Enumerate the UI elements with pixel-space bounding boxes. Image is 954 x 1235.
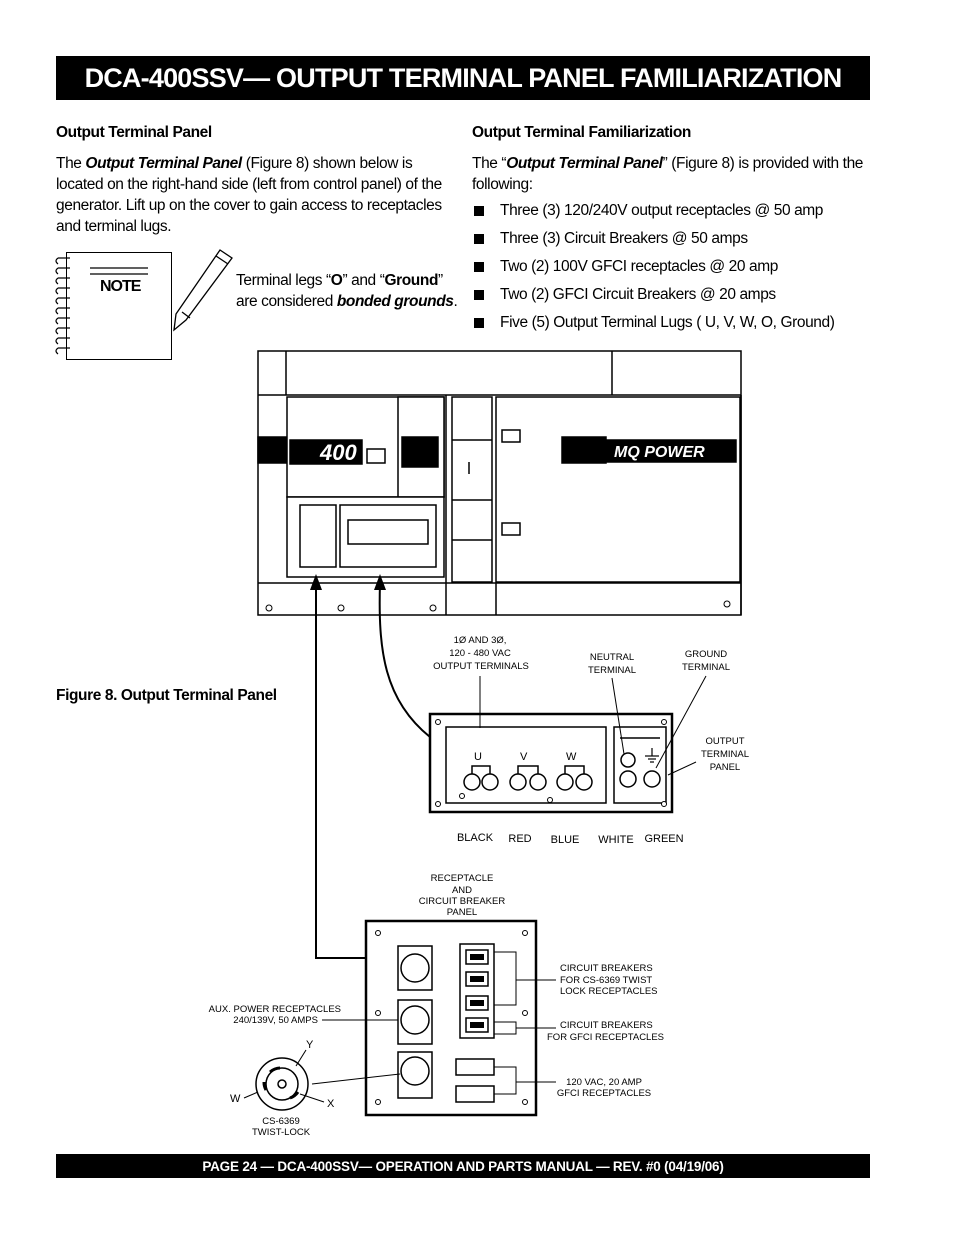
gfci-label-1: 120 VAC, 20 AMP <box>566 1077 642 1088</box>
list-item-text: Three (3) Circuit Breakers @ 50 amps <box>500 230 748 247</box>
leader-lines <box>479 675 707 776</box>
list-item: Two (2) GFCI Circuit Breakers @ 20 amps <box>472 285 882 313</box>
panel-label-3: PANEL <box>710 762 740 773</box>
panel-label-2: TERMINAL <box>701 749 749 760</box>
output-terminal-panel <box>428 712 674 814</box>
recept-bolts <box>375 930 528 1105</box>
text-run: (Figure 8) shown below is located on the… <box>56 155 442 235</box>
text-run: ” (Figure 8) is provided with the follow… <box>472 155 864 193</box>
generator-bolts <box>265 600 731 612</box>
list-item: Two (2) 100V GFCI receptacles @ 20 amp <box>472 257 882 285</box>
aux-label-1: AUX. POWER RECEPTACLES <box>209 1004 341 1015</box>
right-column: Output Terminal Familiarization The “Out… <box>472 122 882 341</box>
plug-pin-w: W <box>230 1093 241 1105</box>
note-notebook <box>66 252 172 360</box>
list-item: Three (3) Circuit Breakers @ 50 amps <box>472 229 882 257</box>
figure-caption: Figure 8. Output Terminal Panel <box>56 687 277 704</box>
cb-gfci-label-2: FOR GFCI RECEPTACLES <box>547 1032 664 1043</box>
feature-list: Three (3) 120/240V output receptacles @ … <box>472 201 882 341</box>
bold-text: O <box>330 272 343 289</box>
right-paragraph: The “Output Terminal Panel” (Figure 8) i… <box>472 153 882 195</box>
arrowheads <box>310 574 386 590</box>
brand-badge: MQ POWER <box>614 444 705 461</box>
note-text: Terminal legs “O” and “Ground” are consi… <box>236 270 466 312</box>
terminals-label-3: OUTPUT TERMINALS <box>433 661 529 672</box>
plug-label-2: TWIST-LOCK <box>252 1127 311 1138</box>
generator-drawing <box>257 350 742 616</box>
list-item-text: Two (2) 100V GFCI receptacles @ 20 amp <box>500 258 778 275</box>
wire-color-green: GREEN <box>644 833 683 845</box>
breaker-toggles <box>470 954 484 1028</box>
aux-label-2: 240/139V, 50 AMPS <box>233 1015 318 1026</box>
recept-panel-label-4: PANEL <box>447 907 477 918</box>
bullet-icon <box>474 234 484 244</box>
plug-label-1: CS-6369 <box>262 1116 300 1127</box>
phase-letter-w: W <box>566 751 577 763</box>
cb-twist-label-1: CIRCUIT BREAKERS <box>560 963 653 974</box>
pencil-icon <box>173 249 233 332</box>
emphasis-text: Output Terminal Panel <box>506 155 663 172</box>
left-column: Output Terminal Panel The Output Termina… <box>56 122 460 237</box>
twist-lock-plug-icon <box>243 1049 325 1111</box>
phase-letter-u: U <box>474 751 482 763</box>
phase-letter-v: V <box>520 751 528 763</box>
emphasis-text: bonded grounds <box>336 293 454 310</box>
ground-label-1: GROUND <box>685 649 727 660</box>
wire-color-black: BLACK <box>457 832 494 844</box>
neutral-label-2: TERMINAL <box>588 665 636 676</box>
recept-panel-label-1: RECEPTACLE <box>431 873 494 884</box>
list-item-text: Five (5) Output Terminal Lugs ( U, V, W,… <box>500 314 835 331</box>
notebook-rings-icon <box>55 257 148 355</box>
recept-panel-label-3: CIRCUIT BREAKER <box>419 896 506 907</box>
left-paragraph: The Output Terminal Panel (Figure 8) sho… <box>56 153 460 237</box>
plug-pin-x: X <box>327 1098 335 1110</box>
pointer-lines <box>315 582 431 959</box>
bold-text: Ground <box>384 272 439 289</box>
text-run: The “ <box>472 155 507 172</box>
list-item: Three (3) 120/240V output receptacles @ … <box>472 201 882 229</box>
wire-color-red: RED <box>508 833 531 845</box>
wire-color-white: WHITE <box>598 834 633 846</box>
bullet-icon <box>474 318 484 328</box>
list-item: Five (5) Output Terminal Lugs ( U, V, W,… <box>472 313 882 341</box>
cb-twist-label-3: LOCK RECEPTACLES <box>560 986 658 997</box>
page-footer: PAGE 24 — DCA-400SSV— OPERATION AND PART… <box>56 1154 870 1178</box>
right-heading: Output Terminal Familiarization <box>472 124 691 141</box>
plug-pin-y: Y <box>306 1039 314 1051</box>
bullet-icon <box>474 290 484 300</box>
neutral-label-1: NEUTRAL <box>590 652 634 663</box>
list-item-text: Two (2) GFCI Circuit Breakers @ 20 amps <box>500 286 776 303</box>
panel-label-1: OUTPUT <box>705 736 744 747</box>
left-heading: Output Terminal Panel <box>56 124 212 141</box>
text-run: . <box>453 293 458 310</box>
text-run: The <box>56 155 86 172</box>
page-title: DCA-400SSV— OUTPUT TERMINAL PANEL FAMILI… <box>56 56 870 100</box>
recept-leaders <box>311 951 556 1095</box>
terminals-label-2: 120 - 480 VAC <box>449 648 511 659</box>
text-run: ” and “ <box>342 272 385 289</box>
cb-twist-label-2: FOR CS-6369 TWIST <box>560 975 652 986</box>
model-badge: 400 <box>319 440 357 465</box>
ground-symbol-icon <box>645 748 659 763</box>
terminals-label-1: 1Ø AND 3Ø, <box>454 635 507 646</box>
bullet-icon <box>474 262 484 272</box>
receptacle-panel <box>364 919 538 1117</box>
panel-bolts <box>435 719 667 807</box>
text-run: ” are considered <box>236 272 443 310</box>
wire-color-blue: BLUE <box>551 834 580 846</box>
recept-panel-label-2: AND <box>452 885 472 896</box>
text-run: Terminal legs “ <box>236 272 331 289</box>
gfci-label-2: GFCI RECEPTACLES <box>557 1088 651 1099</box>
note-label: NOTE <box>100 278 141 295</box>
bullet-icon <box>474 206 484 216</box>
ground-label-2: TERMINAL <box>682 662 730 673</box>
cb-gfci-label-1: CIRCUIT BREAKERS <box>560 1020 653 1031</box>
list-item-text: Three (3) 120/240V output receptacles @ … <box>500 202 824 219</box>
emphasis-text: Output Terminal Panel <box>85 155 242 172</box>
